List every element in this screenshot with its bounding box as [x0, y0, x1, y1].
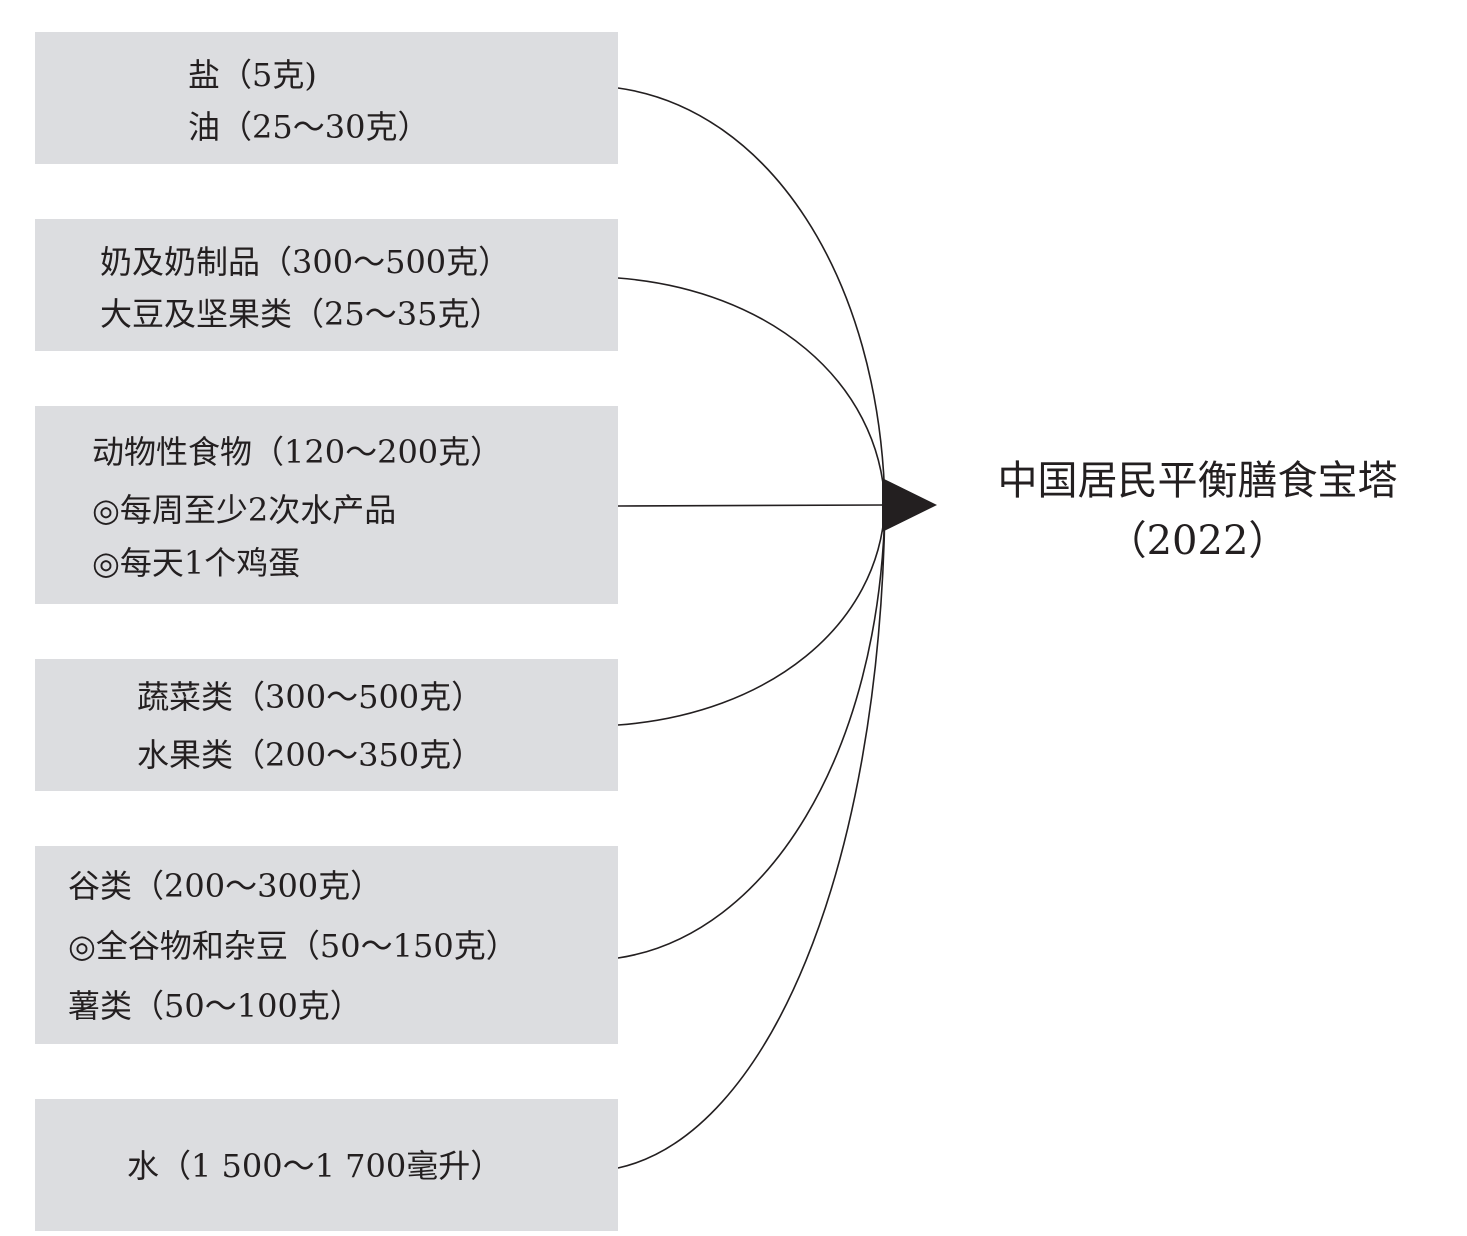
group-box-water: 水（1 500～1 700毫升）	[35, 1099, 618, 1231]
group-line: 薯类（50～100克）	[68, 987, 362, 1025]
connector-curve	[617, 277, 886, 506]
group-line: 油（25～30克）	[188, 108, 430, 146]
connector-curve	[617, 504, 886, 1169]
group-line: 谷类（200～300克）	[68, 867, 383, 905]
connector-curve	[617, 504, 886, 726]
group-line: 盐（5克)	[188, 56, 317, 94]
target-year: （2022）	[1106, 518, 1289, 564]
group-box-dairy-soy: 奶及奶制品（300～500克） 大豆及坚果类（25～35克）	[35, 219, 618, 351]
target-title: 中国居民平衡膳食宝塔	[997, 458, 1398, 504]
connector-curve	[617, 504, 886, 507]
group-line: 大豆及坚果类（25～35克）	[100, 295, 502, 333]
group-line: 蔬菜类（300～500克）	[137, 678, 484, 716]
group-line: 水（1 500～1 700毫升）	[127, 1147, 503, 1185]
group-box-salt-oil: 盐（5克) 油（25～30克）	[35, 32, 618, 164]
group-line: ◎全谷物和杂豆（50～150克）	[68, 927, 518, 965]
connector-curve	[617, 504, 886, 959]
connector-curve	[617, 87, 886, 506]
group-line: 水果类（200～350克）	[137, 736, 484, 774]
group-box-vegetables-fruit: 蔬菜类（300～500克） 水果类（200～350克）	[35, 659, 618, 791]
group-line: 动物性食物（120～200克）	[92, 433, 503, 471]
group-box-animal-food: 动物性食物（120～200克） ◎每周至少2次水产品 ◎每天1个鸡蛋	[35, 406, 618, 604]
group-line: ◎每周至少2次水产品	[92, 491, 397, 529]
group-box-grains: 谷类（200～300克） ◎全谷物和杂豆（50～150克） 薯类（50～100克…	[35, 846, 618, 1044]
arrowhead-icon	[882, 478, 937, 532]
group-line: ◎每天1个鸡蛋	[92, 544, 301, 582]
group-line: 奶及奶制品（300～500克）	[100, 243, 511, 281]
